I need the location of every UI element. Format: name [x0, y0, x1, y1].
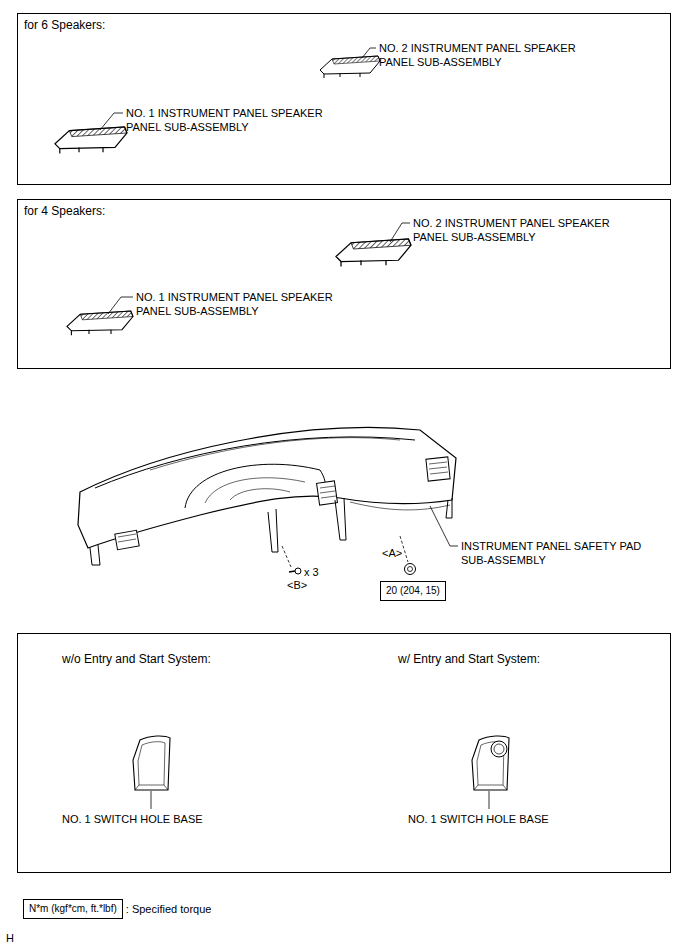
switch-hole-base — [472, 736, 509, 790]
screw-shank — [289, 571, 295, 572]
vent — [115, 530, 139, 550]
part-label: NO. 1 INSTRUMENT PANEL SPEAKER PANEL SUB… — [126, 106, 351, 134]
side-leg — [90, 545, 100, 565]
cluster-detail — [230, 489, 290, 500]
group-panel: w/o Entry and Start System: w/ Entry and … — [17, 633, 671, 873]
bolt — [405, 564, 416, 575]
leader-line — [362, 48, 376, 58]
speaker-panel — [336, 239, 411, 267]
part-label: NO. 2 INSTRUMENT PANEL SPEAKER PANEL SUB… — [413, 216, 638, 244]
screw — [295, 568, 301, 574]
panel-heading: for 4 Speakers: — [24, 204, 105, 218]
side-leg — [446, 498, 452, 518]
panel-heading: w/o Entry and Start System: — [62, 652, 211, 666]
dash-line — [95, 437, 415, 488]
part-label: INSTRUMENT PANEL SAFETY PAD SUB-ASSEMBLY — [461, 539, 643, 567]
leader-line — [108, 297, 133, 314]
speaker-panel — [320, 56, 380, 78]
value-box: 20 (204, 15) — [380, 581, 446, 601]
vent-slats — [118, 534, 136, 542]
center-leg — [268, 509, 278, 552]
panel-heading: for 6 Speakers: — [24, 18, 105, 32]
part-label: NO. 1 INSTRUMENT PANEL SPEAKER PANEL SUB… — [136, 290, 361, 318]
panel-heading: w/ Entry and Start System: — [398, 652, 540, 666]
center-leg — [335, 498, 346, 540]
bolt-head — [408, 567, 413, 572]
start-button-ring — [494, 744, 504, 754]
value-text: 20 (204, 15) — [386, 584, 440, 598]
vent — [317, 481, 338, 505]
switch-hole-base — [133, 736, 170, 790]
part-label: NO. 2 INSTRUMENT PANEL SPEAKER PANEL SUB… — [379, 41, 604, 69]
callout-label: <B> — [287, 578, 307, 592]
leader-line — [430, 506, 458, 546]
vent — [426, 457, 450, 481]
callout-label: <A> — [382, 546, 402, 560]
cluster-opening — [205, 478, 305, 503]
legend-text: : Specified torque — [126, 902, 212, 916]
leader-line — [100, 113, 123, 130]
defroster — [150, 438, 400, 470]
leader-line — [489, 791, 490, 809]
leader-line — [151, 791, 152, 809]
vent-slats — [320, 486, 336, 498]
value-box: N*m (kgf*cm, ft.*lbf) — [23, 899, 123, 919]
leader-line — [390, 223, 410, 242]
instrument-panel — [78, 428, 456, 565]
callout-label: NO. 1 SWITCH HOLE BASE — [62, 812, 203, 826]
glove-edge — [350, 502, 450, 510]
vent-slats — [429, 462, 448, 474]
cluster-hood — [185, 464, 326, 508]
speaker-panel — [67, 311, 133, 335]
start-button — [491, 741, 507, 757]
callout-label: x 3 — [304, 565, 319, 579]
speaker-panel — [55, 127, 127, 153]
dash-body — [78, 428, 456, 548]
group-panel: for 6 Speakers: — [17, 13, 671, 185]
callout-label: H — [6, 931, 14, 945]
callout-label: NO. 1 SWITCH HOLE BASE — [408, 812, 549, 826]
value-text: N*m (kgf*cm, ft.*lbf) — [29, 902, 117, 916]
install-line — [282, 546, 291, 567]
